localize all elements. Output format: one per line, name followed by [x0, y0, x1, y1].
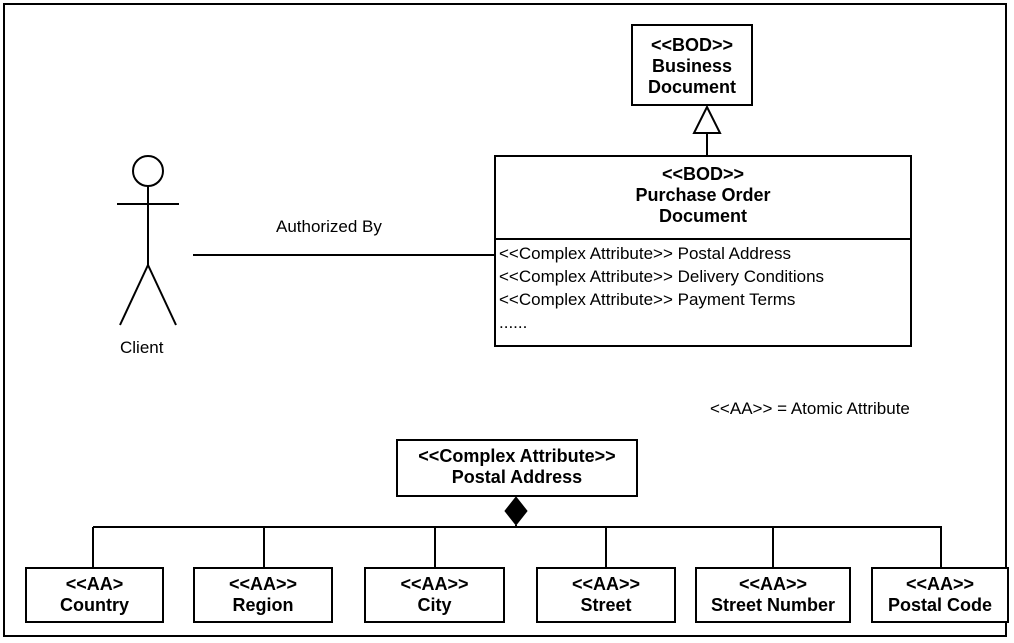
attribute-ellipsis: ...... — [499, 313, 528, 332]
association-label: Authorized By — [276, 217, 382, 236]
atomic-attribute-region: <<AA>> Region — [193, 567, 333, 623]
atomic-attribute-street: <<AA>> Street — [536, 567, 676, 623]
purchase-order-name-line2: Document — [658, 206, 747, 226]
postal-code-stereotype: <<AA>> — [905, 574, 975, 594]
region-stereotype: <<AA>> — [228, 574, 298, 594]
postal-address-stereotype: <<Complex Attribute>> — [418, 446, 616, 466]
actor-left-leg — [119, 264, 149, 326]
attribute-payment-terms: <<Complex Attribute>> Payment Terms — [499, 290, 796, 309]
country-stereotype: <<AA> — [65, 574, 124, 594]
atomic-attribute-street-number: <<AA>> Street Number — [695, 567, 851, 623]
street-number-name: Street Number — [710, 595, 836, 615]
business-document-stereotype: <<BOD>> — [650, 35, 734, 55]
attribute-delivery-conditions: <<Complex Attribute>> Delivery Condition… — [499, 267, 825, 286]
street-name: Street — [580, 595, 632, 615]
business-document-name-line1: Business — [651, 56, 733, 76]
postal-code-name: Postal Code — [887, 595, 993, 615]
attribute-postal-address: <<Complex Attribute>> Postal Address — [499, 244, 792, 263]
atomic-attribute-postal-code: <<AA>> Postal Code — [871, 567, 1009, 623]
region-name: Region — [232, 595, 294, 615]
street-stereotype: <<AA>> — [571, 574, 641, 594]
country-name: Country — [60, 595, 129, 615]
generalization-arrowhead — [692, 104, 722, 134]
atomic-attribute-city: <<AA>> City — [364, 567, 505, 623]
actor-figure — [117, 155, 179, 326]
diagram-frame — [3, 3, 1007, 637]
city-name: City — [417, 595, 452, 615]
business-document-class: <<BOD>> Business Document — [631, 24, 753, 106]
actor-head — [132, 155, 164, 187]
business-document-name-line2: Document — [647, 77, 736, 97]
purchase-order-stereotype: <<BOD>> — [661, 164, 745, 184]
actor-right-leg — [147, 264, 177, 326]
purchase-order-document-class: <<BOD>> Purchase Order Document <<Comple… — [494, 155, 912, 347]
atomic-attribute-country: <<AA> Country — [25, 567, 164, 623]
purchase-order-attributes: <<Complex Attribute>> Postal Address <<C… — [496, 238, 910, 334]
city-stereotype: <<AA>> — [400, 574, 469, 594]
actor-label: Client — [120, 338, 164, 357]
legend-text: <<AA>> = Atomic Attribute — [710, 399, 910, 418]
composition-diamond — [504, 496, 528, 526]
street-number-stereotype: <<AA>> — [738, 574, 808, 594]
postal-address-name: Postal Address — [451, 467, 583, 487]
purchase-order-name-line1: Purchase Order — [635, 185, 771, 205]
postal-address-class: <<Complex Attribute>> Postal Address — [396, 439, 638, 497]
